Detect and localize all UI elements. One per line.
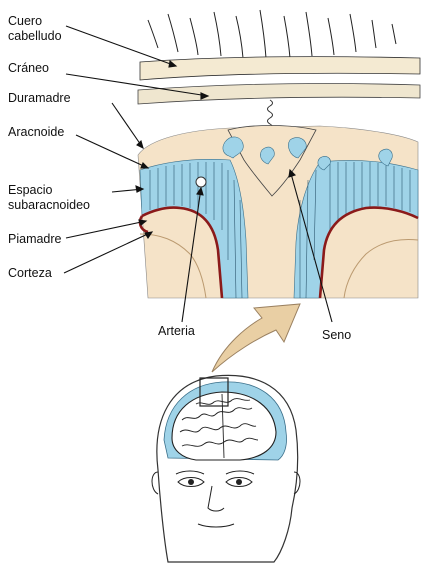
- cortex-left: [139, 233, 207, 299]
- mouth: [197, 523, 235, 528]
- arachnoid-granulations: [222, 136, 393, 171]
- leader-lines: [63, 25, 333, 323]
- label-cortex: Corteza: [8, 266, 52, 280]
- pia-fold-left: [138, 215, 149, 234]
- left-pupil: [188, 479, 194, 485]
- cortex-right: [343, 239, 419, 299]
- meninges-cross-section: [137, 9, 421, 299]
- csf-striations: [149, 162, 411, 299]
- scalp-hair: [147, 9, 397, 59]
- pia-mater-left: [141, 206, 224, 299]
- brain-gyri: [179, 393, 259, 459]
- ear-right: [293, 471, 301, 495]
- head-illustration: [151, 374, 301, 563]
- label-artery: Arteria: [158, 324, 195, 338]
- right-pupil: [236, 479, 242, 485]
- label-dura-mater: Duramadre: [8, 91, 71, 105]
- emissary-connector: [267, 99, 273, 131]
- pia-mater-right: [318, 206, 419, 299]
- ear-left: [151, 471, 159, 495]
- scalp-skin: [139, 56, 421, 81]
- label-sinus: Seno: [322, 328, 352, 342]
- nose: [207, 485, 225, 512]
- label-scalp-line2: cabelludo: [8, 29, 62, 43]
- label-subarachnoid-line1: Espacio: [8, 183, 53, 197]
- label-scalp: Cuero cabelludo: [8, 14, 62, 44]
- artery-vessel: [195, 176, 207, 188]
- zoom-arrow: [211, 303, 301, 373]
- label-scalp-line1: Cuero: [8, 14, 43, 28]
- label-subarachnoid-line2: subaracnoideo: [8, 198, 91, 212]
- skull-bone: [137, 83, 421, 105]
- label-skull: Cráneo: [8, 61, 49, 75]
- brows: [175, 470, 255, 475]
- label-pia-mater: Piamadre: [8, 232, 62, 246]
- label-subarachnoid-space: Espacio subaracnoideo: [8, 183, 90, 213]
- zoom-box: [199, 377, 229, 407]
- label-arachnoid: Aracnoide: [8, 125, 65, 139]
